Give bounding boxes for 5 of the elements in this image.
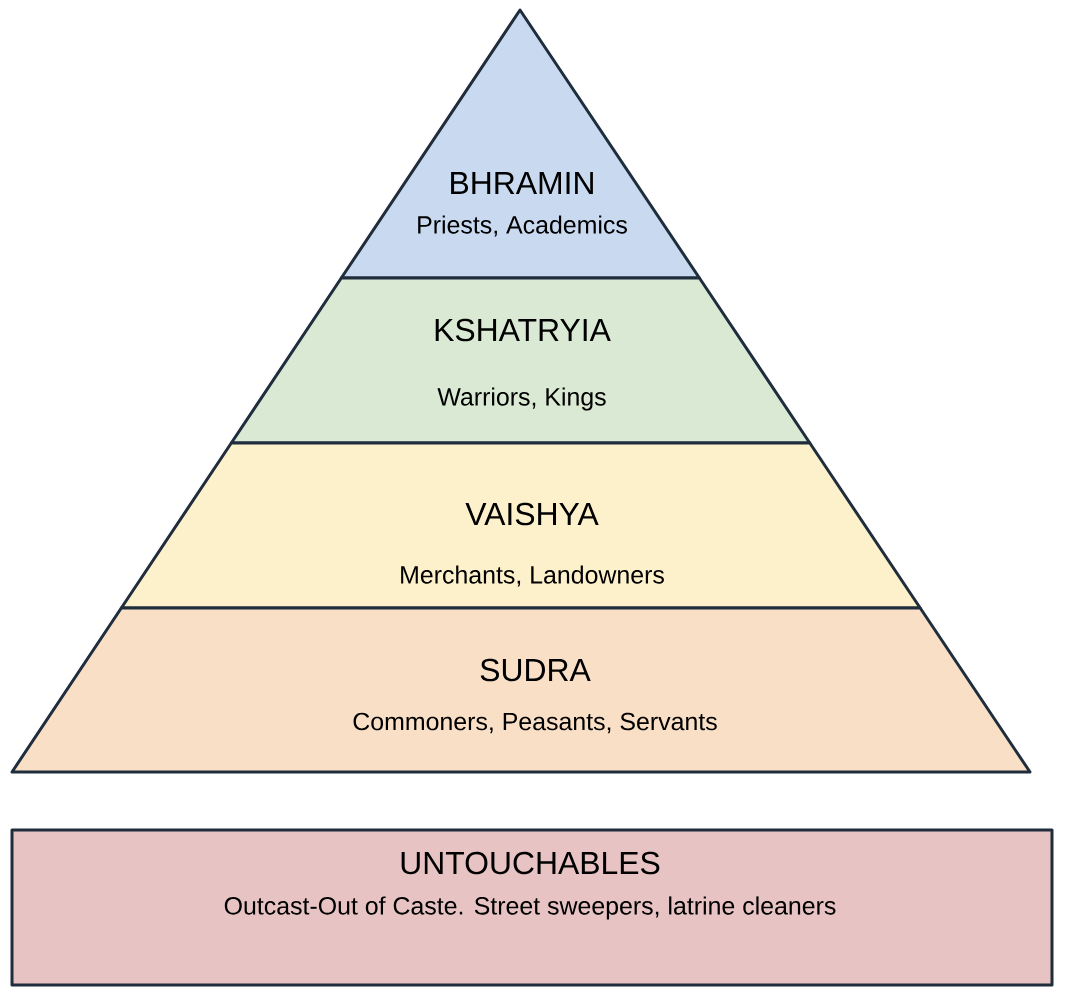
- outcast-box: UNTOUCHABLES Outcast-Out of Caste. Street sweepers, latrine cleaners: [10, 828, 1054, 987]
- pyramid-tier: SUDRA Commoners, Peasants, Servants: [10, 606, 1032, 774]
- pyramid-tier: VAISHYA Merchants, Landowners: [119, 441, 922, 610]
- pyramid-tier: BHRAMIN Priests, Academics: [339, 8, 701, 280]
- pyramid-tier: KSHATRYIA Warriors, Kings: [229, 276, 812, 445]
